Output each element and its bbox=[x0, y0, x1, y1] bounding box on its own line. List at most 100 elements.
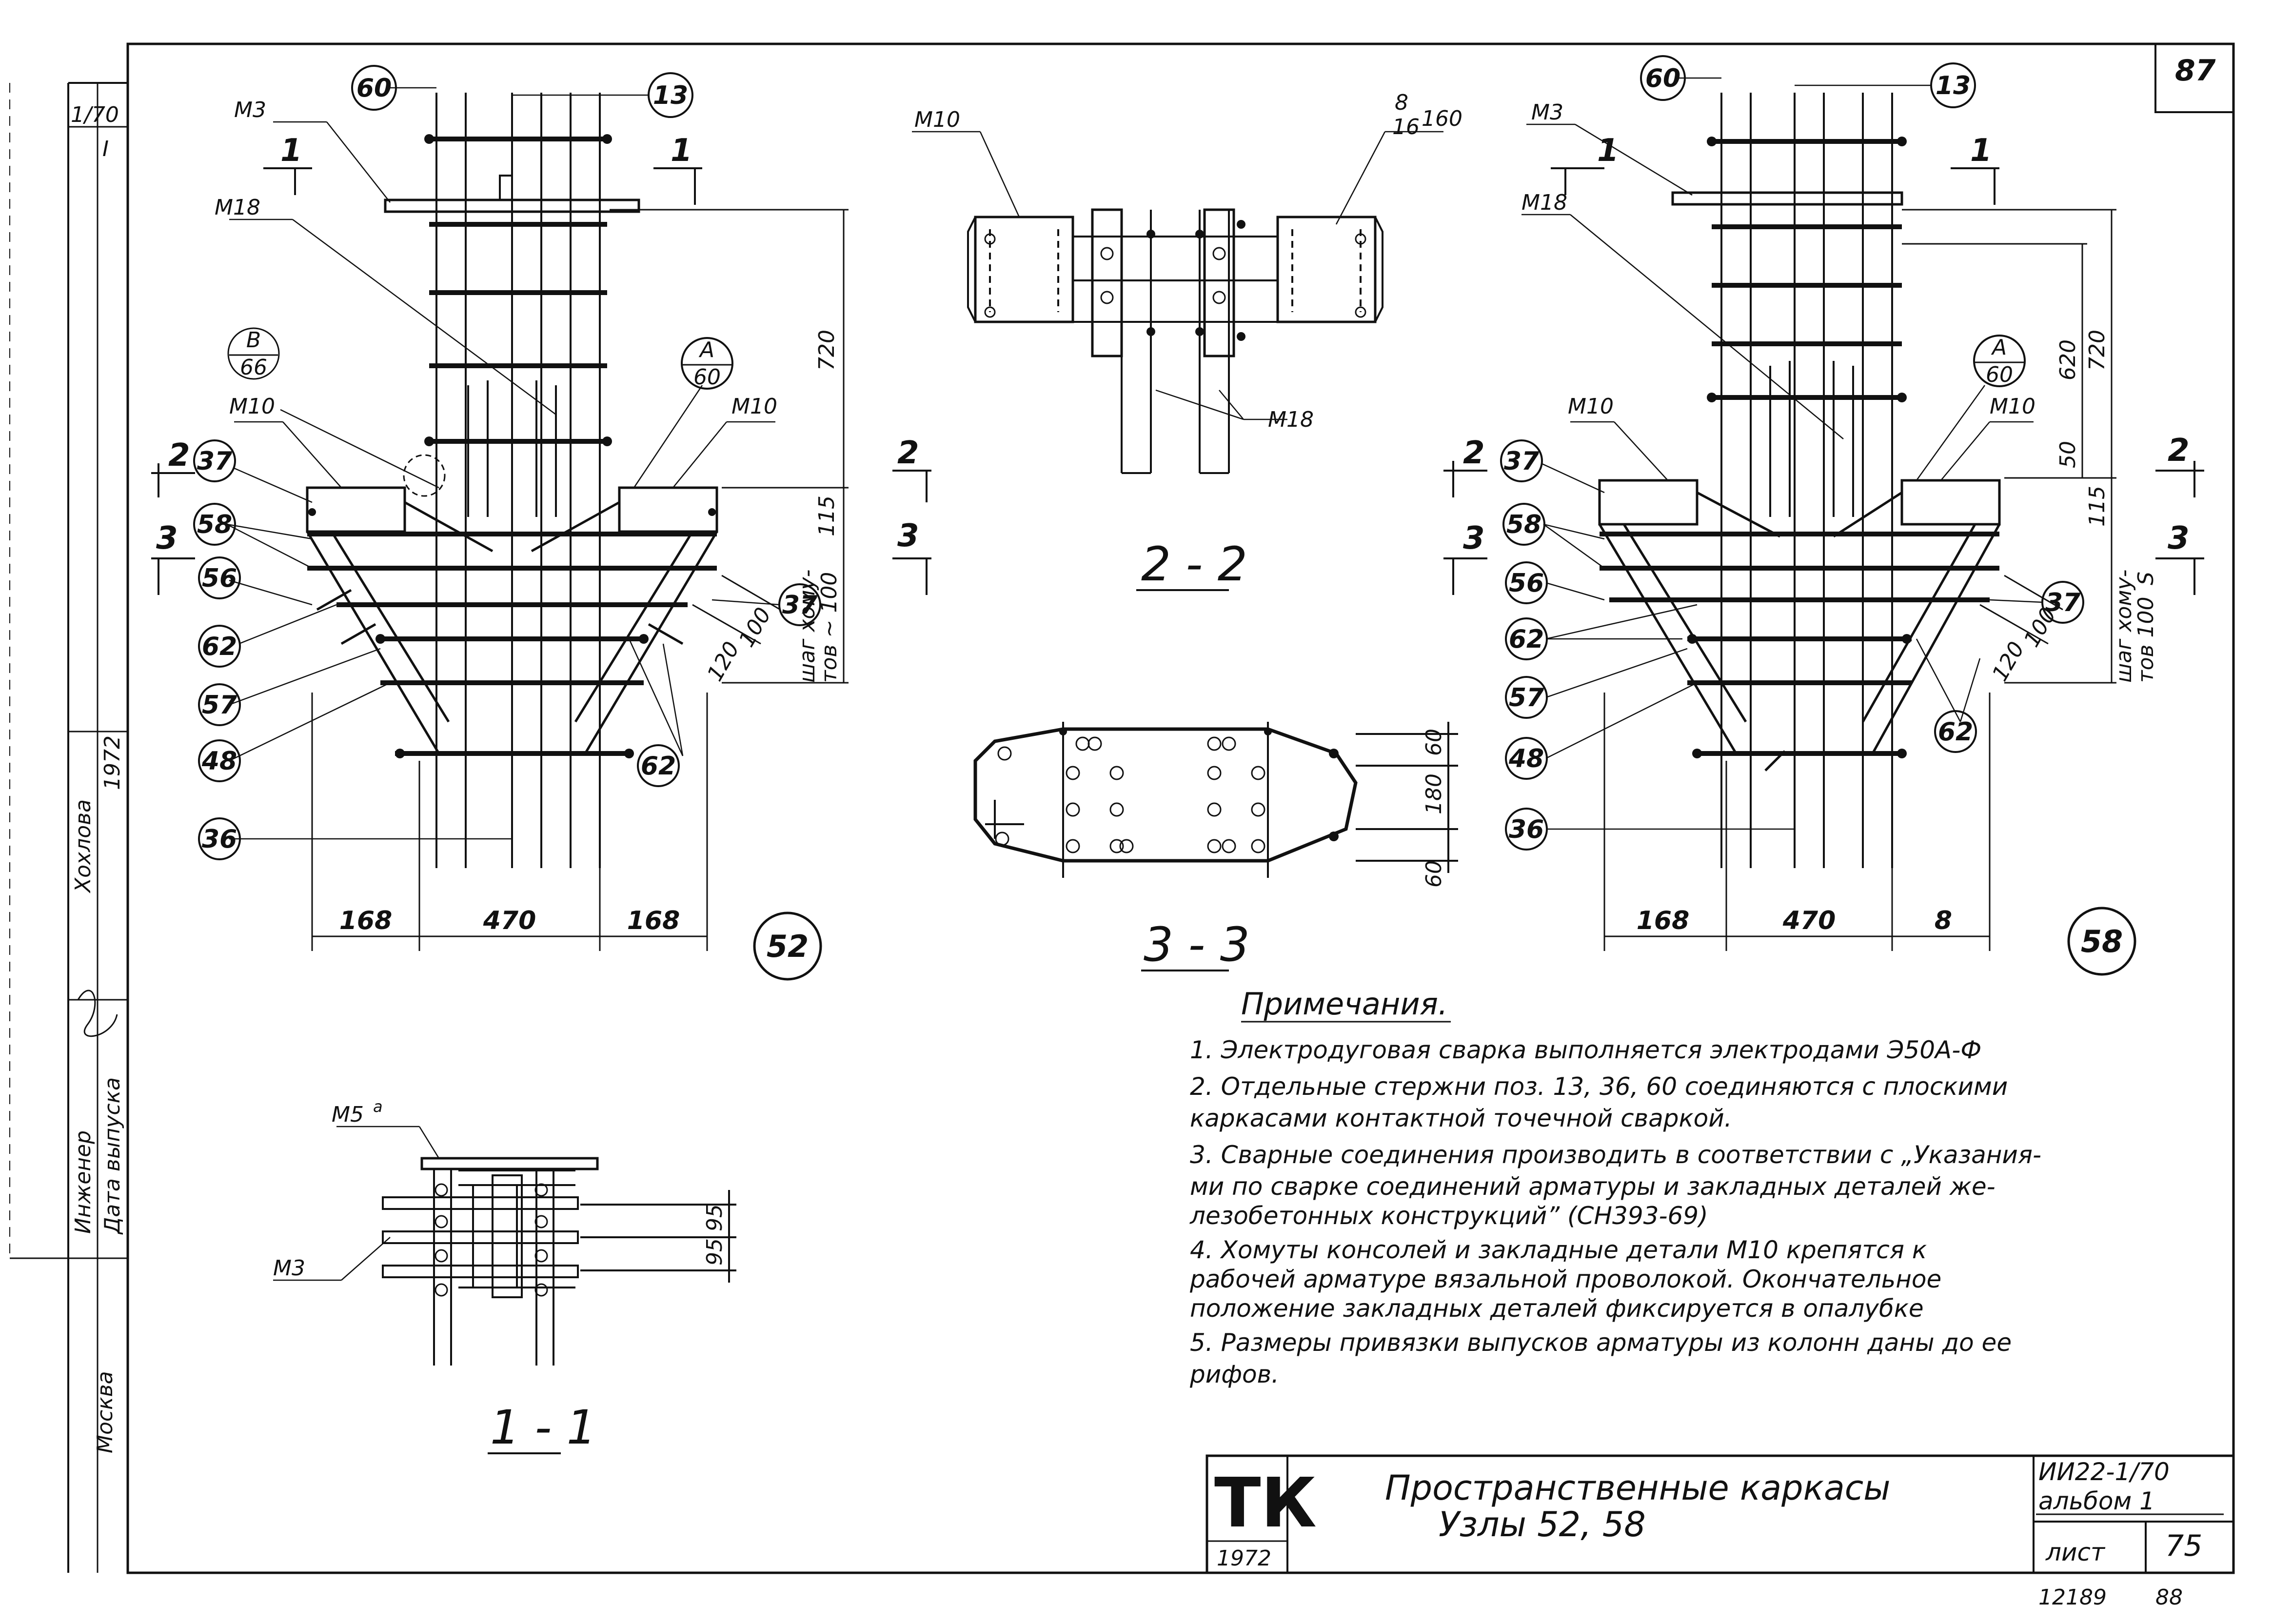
section-mark-2: 2 bbox=[168, 437, 190, 474]
note-line-3: каркасами контактной точечной сваркой. bbox=[1190, 1104, 1732, 1132]
callout-48: 48 bbox=[1505, 737, 1548, 780]
section-cut-3: 3 bbox=[897, 518, 919, 554]
callout-62-right: 62 bbox=[637, 744, 680, 787]
svg-text:37: 37 bbox=[2045, 588, 2081, 617]
callout-60: 60 bbox=[1640, 55, 1686, 101]
label-m3: М3 bbox=[1531, 100, 1563, 125]
side-release-date: Дата выпуска bbox=[100, 1077, 125, 1235]
svg-text:62: 62 bbox=[202, 632, 237, 661]
callout-13: 13 bbox=[648, 72, 693, 118]
section-mark-2-right: 2 bbox=[2168, 433, 2190, 469]
dim-180: 180 bbox=[1422, 773, 1446, 814]
callout-a60: А60 bbox=[681, 337, 733, 390]
callout-a60: А60 bbox=[1973, 335, 2026, 387]
label-ref-dim: 160 bbox=[1422, 106, 1462, 131]
side-signature bbox=[77, 990, 118, 1037]
dim-stirrup-2: тов 100 bbox=[2134, 597, 2158, 683]
dim-95-bot: 95 bbox=[702, 1238, 727, 1266]
dim-50: 50 bbox=[2055, 441, 2080, 468]
section-2-2: М10 8 16 160 М18 2 - 2 2 3 bbox=[892, 90, 1462, 595]
note-line-8: рабочей арматуре вязальной проволокой. О… bbox=[1189, 1265, 1941, 1293]
note-line-6: лезобетонных конструкций” (СН393-69) bbox=[1189, 1202, 1708, 1230]
dim-60-top: 60 bbox=[1422, 729, 1446, 756]
dim-95-top: 95 bbox=[702, 1204, 727, 1231]
side-year: 1972 bbox=[100, 735, 125, 790]
svg-text:60: 60 bbox=[693, 365, 721, 390]
svg-text:48: 48 bbox=[1508, 744, 1544, 773]
side-city: Москва bbox=[93, 1371, 118, 1453]
notes-block: Примечания. 1. Электродуговая сварка вып… bbox=[1189, 986, 2041, 1388]
label-m18: М18 bbox=[1268, 407, 1314, 432]
title-line-1: Пространственные каркасы bbox=[1385, 1468, 1891, 1508]
dim-115: 115 bbox=[2085, 486, 2110, 527]
title-album: альбом 1 bbox=[2038, 1487, 2155, 1515]
svg-text:56: 56 bbox=[1509, 569, 1544, 598]
node-58-label: 58 bbox=[2067, 907, 2136, 976]
section-mark-1-left: 1 bbox=[1597, 133, 1619, 169]
node-52-elevation bbox=[151, 87, 849, 951]
dim-stirrup-1: шаг хому- bbox=[795, 570, 820, 683]
section-1-1: М5 а М3 95 95 1 - 1 bbox=[273, 1097, 736, 1455]
callout-36: 36 bbox=[1505, 808, 1548, 851]
title-series: ИИ22-1/70 bbox=[2038, 1458, 2170, 1486]
title-sheet-no: 75 bbox=[2165, 1529, 2202, 1563]
section-3-3-title: 3 - 3 bbox=[1144, 917, 1250, 972]
section-mark-1-right: 1 bbox=[671, 133, 692, 169]
section-2-2-title: 2 - 2 bbox=[1141, 537, 1247, 592]
svg-text:60: 60 bbox=[1645, 64, 1680, 93]
svg-text:57: 57 bbox=[202, 691, 237, 720]
note-line-1: 1. Электродуговая сварка выполняется эле… bbox=[1190, 1036, 1981, 1064]
side-code-top: 1/70 bbox=[71, 102, 119, 127]
section-mark-1-left: 1 bbox=[280, 133, 302, 169]
callout-48: 48 bbox=[198, 739, 241, 782]
node-58-labels: М3 М18 М10 М10 1 1 2 3 2 3 720 620 50 11… bbox=[1463, 100, 2190, 935]
section-mark-3-right: 3 bbox=[2168, 520, 2190, 556]
callout-37: 37 bbox=[1500, 439, 1543, 482]
footer-right: 88 bbox=[2155, 1585, 2183, 1610]
callout-62-right: 62 bbox=[1934, 710, 1977, 753]
footer-left: 12189 bbox=[2038, 1585, 2107, 1610]
svg-text:13: 13 bbox=[1936, 71, 1971, 100]
svg-text:58: 58 bbox=[2081, 924, 2123, 959]
dim-470: 470 bbox=[483, 906, 536, 935]
dim-168: 168 bbox=[1637, 906, 1690, 935]
svg-text:66: 66 bbox=[240, 355, 267, 380]
callout-58: 58 bbox=[1502, 503, 1545, 546]
svg-text:58: 58 bbox=[197, 510, 232, 539]
note-line-10: 5. Размеры привязки выпусков арматуры из… bbox=[1190, 1328, 2012, 1357]
svg-text:62: 62 bbox=[1509, 625, 1544, 654]
label-m10-right: М10 bbox=[731, 394, 777, 419]
svg-text:В: В bbox=[246, 328, 261, 353]
note-line-11: рифов. bbox=[1189, 1360, 1279, 1388]
note-line-7: 4. Хомуты консолей и закладные детали М1… bbox=[1190, 1236, 1927, 1264]
label-m5a-sup: а bbox=[373, 1097, 383, 1116]
dim-100: 100 bbox=[734, 603, 776, 651]
svg-text:56: 56 bbox=[202, 564, 237, 593]
svg-text:48: 48 bbox=[201, 747, 237, 776]
title-line-2: Узлы 52, 58 bbox=[1439, 1505, 1646, 1545]
node-52-label: 52 bbox=[753, 911, 822, 981]
section-mark-3-left: 3 bbox=[1463, 520, 1485, 556]
svg-text:36: 36 bbox=[202, 825, 237, 854]
notes-heading: Примечания. bbox=[1241, 986, 1448, 1022]
section-1-1-title: 1 - 1 bbox=[490, 1400, 596, 1455]
side-engineer: Инженер bbox=[71, 1130, 96, 1234]
svg-text:62: 62 bbox=[641, 752, 676, 781]
note-line-4: 3. Сварные соединения производить в соот… bbox=[1190, 1141, 2041, 1169]
section-3-3: 60 180 60 3 - 3 bbox=[973, 722, 1458, 972]
dim-620: 620 bbox=[2055, 339, 2080, 380]
label-m18: М18 bbox=[215, 195, 260, 220]
svg-text:60: 60 bbox=[356, 74, 392, 103]
dim-120: 120 bbox=[702, 637, 744, 685]
title-logo: ТК bbox=[1214, 1464, 1317, 1543]
label-m18: М18 bbox=[1521, 190, 1567, 215]
dim-stirrup-1: шаг хому- bbox=[2112, 570, 2136, 683]
callout-37: 37 bbox=[193, 439, 236, 482]
side-code-mid: I bbox=[102, 137, 109, 161]
dim-168-right: 168 bbox=[627, 906, 680, 935]
label-m10-left: М10 bbox=[229, 394, 275, 419]
dim-8: 8 bbox=[1935, 906, 1952, 935]
note-line-9: положение закладных деталей фиксируется … bbox=[1190, 1294, 1924, 1323]
callout-b66: В66 bbox=[227, 327, 280, 380]
sheet-number: 87 bbox=[2175, 54, 2216, 88]
